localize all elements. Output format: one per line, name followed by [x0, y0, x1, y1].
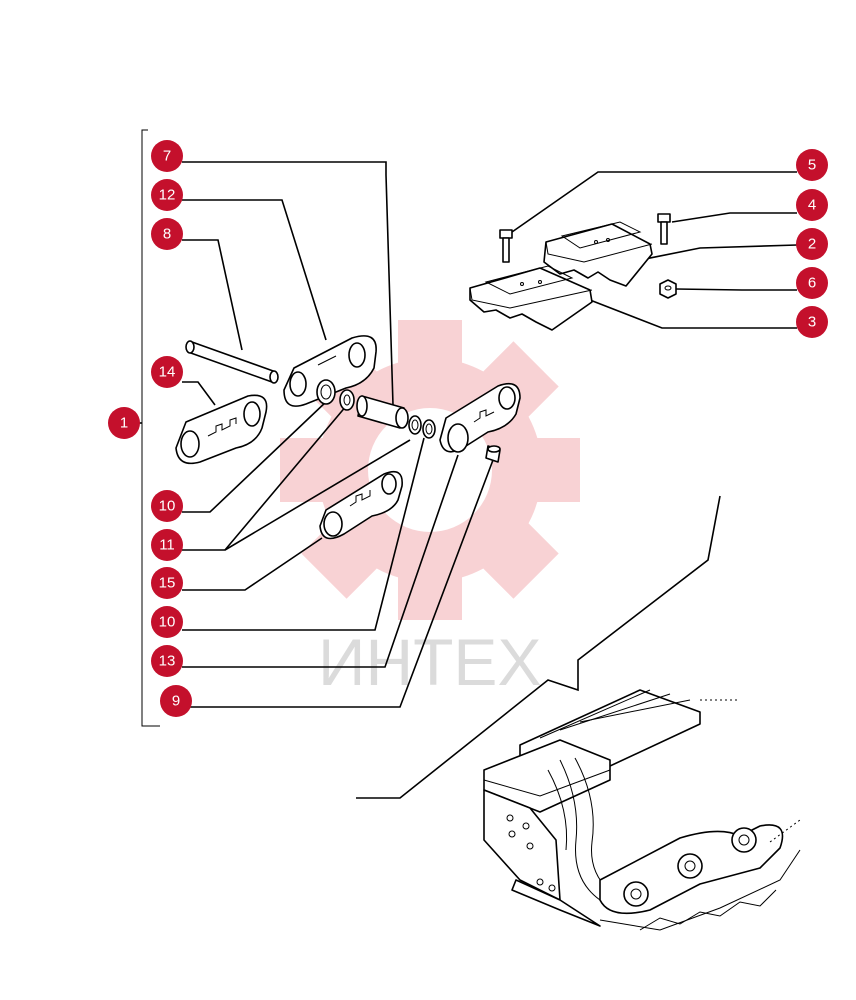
callout-6: 6	[796, 267, 828, 299]
callout-14: 14	[151, 356, 183, 388]
callout-4: 4	[796, 189, 828, 221]
callout-9: 9	[160, 685, 192, 717]
pin-part	[185, 340, 279, 384]
callout-10-lower: 10	[151, 606, 183, 638]
svg-text:10: 10	[159, 498, 176, 515]
callout-15: 15	[151, 567, 183, 599]
svg-text:8: 8	[163, 226, 171, 243]
seal-rings-left	[316, 379, 355, 411]
callout-11: 11	[151, 529, 183, 561]
link-15-part	[319, 470, 403, 540]
svg-text:1: 1	[120, 415, 128, 432]
callout-7: 7	[151, 140, 183, 172]
link-13-part	[439, 382, 521, 453]
svg-text:13: 13	[159, 653, 176, 670]
svg-text:6: 6	[808, 275, 816, 292]
callout-2: 2	[796, 228, 828, 260]
svg-text:3: 3	[808, 314, 816, 331]
link-12-part	[283, 335, 377, 407]
svg-text:12: 12	[159, 187, 176, 204]
nut-6	[659, 279, 677, 299]
track-chain-overview	[483, 689, 801, 931]
bolt-5	[499, 229, 513, 263]
callout-12: 12	[151, 179, 183, 211]
svg-text:4: 4	[808, 197, 816, 214]
svg-text:9: 9	[172, 693, 180, 710]
svg-text:15: 15	[159, 575, 176, 592]
svg-text:10: 10	[159, 614, 176, 631]
svg-text:14: 14	[159, 364, 176, 381]
callout-5: 5	[796, 149, 828, 181]
seal-rings-right	[408, 415, 436, 439]
svg-text:11: 11	[159, 537, 175, 554]
callout-8: 8	[151, 218, 183, 250]
callout-10-upper: 10	[151, 490, 183, 522]
callout-1: 1	[108, 407, 140, 439]
link-14-part	[175, 394, 268, 465]
small-pin-part	[485, 445, 501, 463]
bushing-part	[356, 395, 409, 429]
assembly-bracket	[137, 129, 160, 727]
svg-text:5: 5	[808, 157, 816, 174]
callout-13: 13	[151, 645, 183, 677]
bolt-4	[657, 213, 671, 245]
leader-lines	[182, 161, 798, 799]
callout-3: 3	[796, 306, 828, 338]
track-shoe-3	[469, 265, 593, 331]
svg-text:7: 7	[163, 148, 171, 165]
track-shoe-2	[543, 221, 653, 287]
watermark-text: ИНТЕХ	[318, 625, 541, 699]
svg-text:2: 2	[808, 236, 816, 253]
